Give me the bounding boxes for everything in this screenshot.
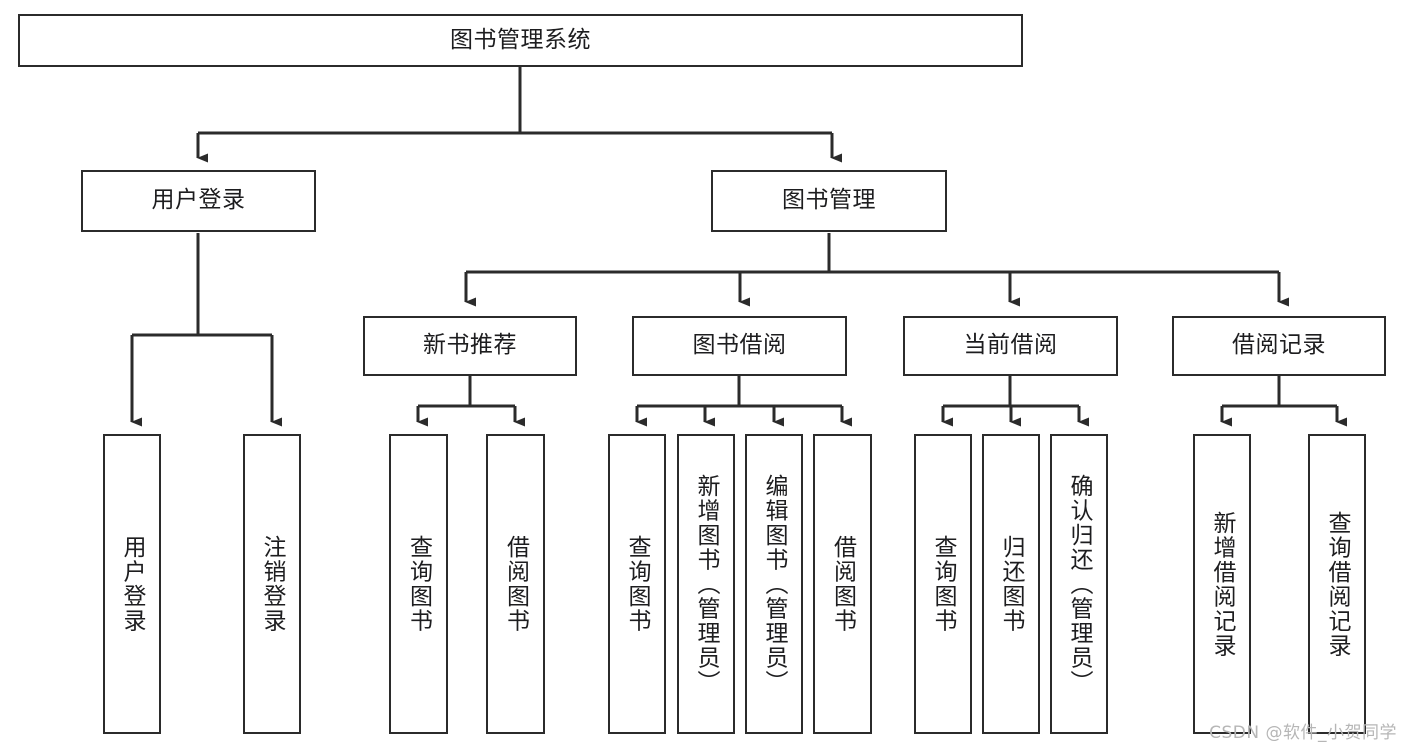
leaf-query-book-1-label: 查询图书 bbox=[405, 535, 432, 633]
leaf-confirm-return-label: 确认归还（管理员） bbox=[1066, 473, 1093, 695]
node-current-borrow-label: 当前借阅 bbox=[963, 332, 1058, 359]
node-borrow-record[interactable]: 借阅记录 bbox=[1172, 316, 1386, 376]
leaf-user-logout-label: 注销登录 bbox=[259, 535, 286, 633]
leaf-return-book[interactable]: 归还图书 bbox=[982, 434, 1040, 734]
edge-root-to-level2 bbox=[196, 67, 842, 163]
node-borrow-record-label: 借阅记录 bbox=[1232, 332, 1326, 359]
leaf-add-book-label: 新增图书（管理员） bbox=[693, 473, 720, 695]
leaf-edit-book-label: 编辑图书（管理员） bbox=[761, 473, 788, 695]
leaf-user-login[interactable]: 用户登录 bbox=[103, 434, 161, 734]
node-book-management[interactable]: 图书管理 bbox=[711, 170, 947, 232]
edge-new-book-recommend-to-leaves bbox=[416, 376, 525, 427]
leaf-edit-book[interactable]: 编辑图书（管理员） bbox=[745, 434, 803, 734]
csdn-watermark: CSDN @软件_小贺同学 bbox=[1209, 723, 1397, 743]
leaf-query-book-3-label: 查询图书 bbox=[930, 535, 957, 633]
leaf-add-record[interactable]: 新增借阅记录 bbox=[1193, 434, 1251, 734]
leaf-query-book-2-label: 查询图书 bbox=[624, 535, 651, 633]
leaf-return-book-label: 归还图书 bbox=[998, 535, 1025, 633]
node-new-book-recommend[interactable]: 新书推荐 bbox=[363, 316, 577, 376]
node-current-borrow[interactable]: 当前借阅 bbox=[903, 316, 1118, 376]
node-user-login[interactable]: 用户登录 bbox=[81, 170, 316, 232]
edge-book-borrow-to-leaves bbox=[635, 376, 852, 427]
node-new-book-recommend-label: 新书推荐 bbox=[423, 332, 517, 359]
node-user-login-label: 用户登录 bbox=[151, 187, 246, 214]
leaf-borrow-book-1-label: 借阅图书 bbox=[502, 535, 529, 633]
leaf-borrow-book-2-label: 借阅图书 bbox=[829, 535, 856, 633]
leaf-add-record-label: 新增借阅记录 bbox=[1209, 510, 1236, 658]
leaf-add-book[interactable]: 新增图书（管理员） bbox=[677, 434, 735, 734]
node-root-label: 图书管理系统 bbox=[450, 26, 591, 53]
edge-book-management-to-level3 bbox=[464, 233, 1289, 307]
leaf-query-record-label: 查询借阅记录 bbox=[1324, 510, 1351, 658]
leaf-borrow-book-1[interactable]: 借阅图书 bbox=[486, 434, 545, 734]
node-book-management-label: 图书管理 bbox=[782, 187, 876, 214]
edge-current-borrow-to-leaves bbox=[941, 376, 1089, 427]
edge-user-login-to-leaves bbox=[130, 233, 282, 427]
leaf-query-book-3[interactable]: 查询图书 bbox=[914, 434, 972, 734]
leaf-query-book-2[interactable]: 查询图书 bbox=[608, 434, 666, 734]
leaf-user-login-label: 用户登录 bbox=[119, 535, 146, 633]
leaf-query-record[interactable]: 查询借阅记录 bbox=[1308, 434, 1366, 734]
node-root[interactable]: 图书管理系统 bbox=[18, 14, 1023, 67]
leaf-borrow-book-2[interactable]: 借阅图书 bbox=[813, 434, 872, 734]
node-book-borrow-label: 图书借阅 bbox=[692, 332, 787, 359]
edge-borrow-record-to-leaves bbox=[1220, 376, 1347, 427]
node-book-borrow[interactable]: 图书借阅 bbox=[632, 316, 847, 376]
leaf-confirm-return[interactable]: 确认归还（管理员） bbox=[1050, 434, 1108, 734]
leaf-query-book-1[interactable]: 查询图书 bbox=[389, 434, 448, 734]
leaf-user-logout[interactable]: 注销登录 bbox=[243, 434, 301, 734]
